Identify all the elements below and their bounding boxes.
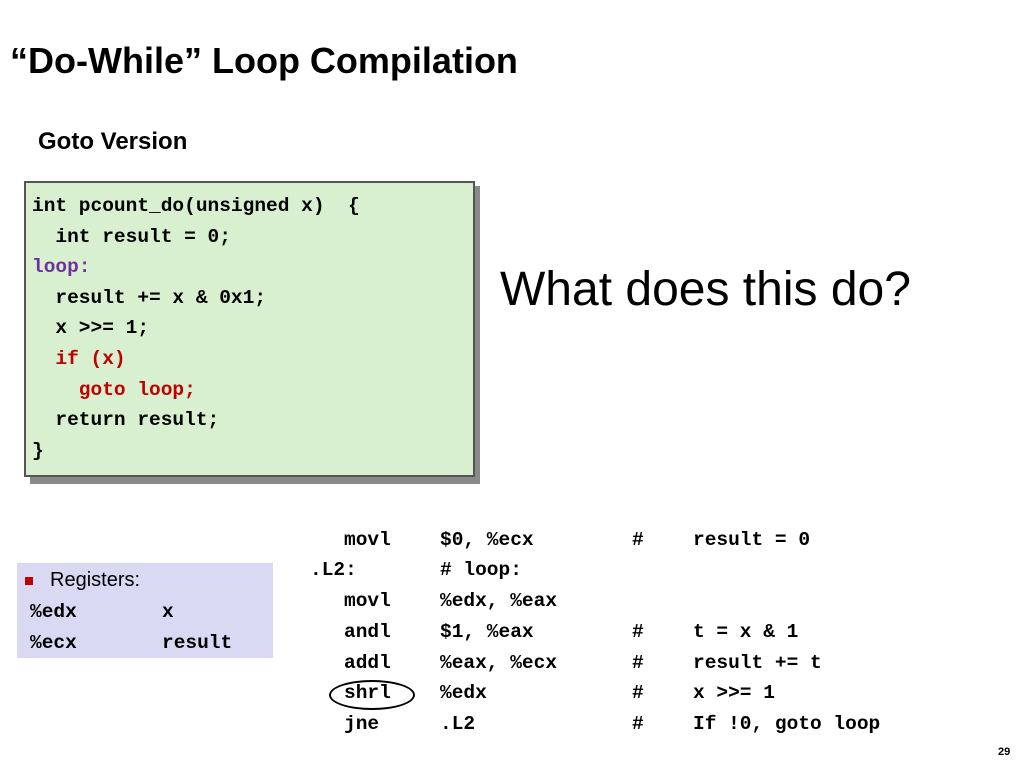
code-line-if: if (x) — [32, 348, 126, 370]
asm-args: %eax, %ecx — [440, 652, 558, 674]
asm-comment-hash: # — [632, 713, 644, 735]
asm-comment: x >>= 1 — [693, 682, 775, 704]
code-line-shift: x >>= 1; — [32, 317, 150, 339]
code-line-label: loop: — [32, 256, 91, 278]
asm-comment-hash: # — [632, 621, 644, 643]
asm-comment-hash: # — [632, 529, 644, 551]
bullet-square-icon — [25, 577, 33, 585]
slide-title: “Do-While” Loop Compilation — [10, 40, 518, 81]
asm-args: .L2 — [440, 713, 476, 735]
asm-args: # loop: — [440, 559, 522, 581]
code-line-accumulate: result += x & 0x1; — [32, 287, 267, 309]
asm-args: $1, %eax — [440, 621, 534, 643]
asm-comment: result += t — [693, 652, 822, 674]
question-text: What does this do? — [500, 263, 911, 316]
registers-box: Registers: %edx x %ecx result — [17, 563, 273, 658]
code-line-close: } — [32, 440, 44, 462]
page-number: 29 — [998, 746, 1011, 758]
registers-title: Registers: — [50, 569, 141, 591]
c-code-box: int pcount_do(unsigned x) { int result =… — [24, 181, 475, 477]
asm-op: movl — [344, 529, 391, 551]
shrl-highlight-circle — [329, 680, 415, 710]
code-line-init: int result = 0; — [32, 226, 231, 248]
register-use: result — [162, 632, 233, 654]
asm-label: .L2: — [310, 559, 357, 581]
register-name: %edx — [30, 601, 77, 623]
asm-comment-hash: # — [632, 652, 644, 674]
slide-subtitle: Goto Version — [38, 128, 188, 155]
asm-op: andl — [344, 621, 391, 643]
asm-op: addl — [344, 652, 391, 674]
asm-comment: t = x & 1 — [693, 621, 799, 643]
code-line-goto: goto loop; — [32, 379, 196, 401]
register-name: %ecx — [30, 632, 77, 654]
asm-op: jne — [344, 713, 380, 735]
asm-args: %edx — [440, 682, 487, 704]
asm-comment-hash: # — [632, 682, 644, 704]
asm-args: $0, %ecx — [440, 529, 534, 551]
asm-args: %edx, %eax — [440, 590, 558, 612]
asm-comment: If !0, goto loop — [693, 713, 881, 735]
code-line-return: return result; — [32, 409, 220, 431]
register-use: x — [162, 601, 174, 623]
asm-op: movl — [344, 590, 391, 612]
code-line-signature: int pcount_do(unsigned x) { — [32, 195, 360, 217]
asm-comment: result = 0 — [693, 529, 811, 551]
